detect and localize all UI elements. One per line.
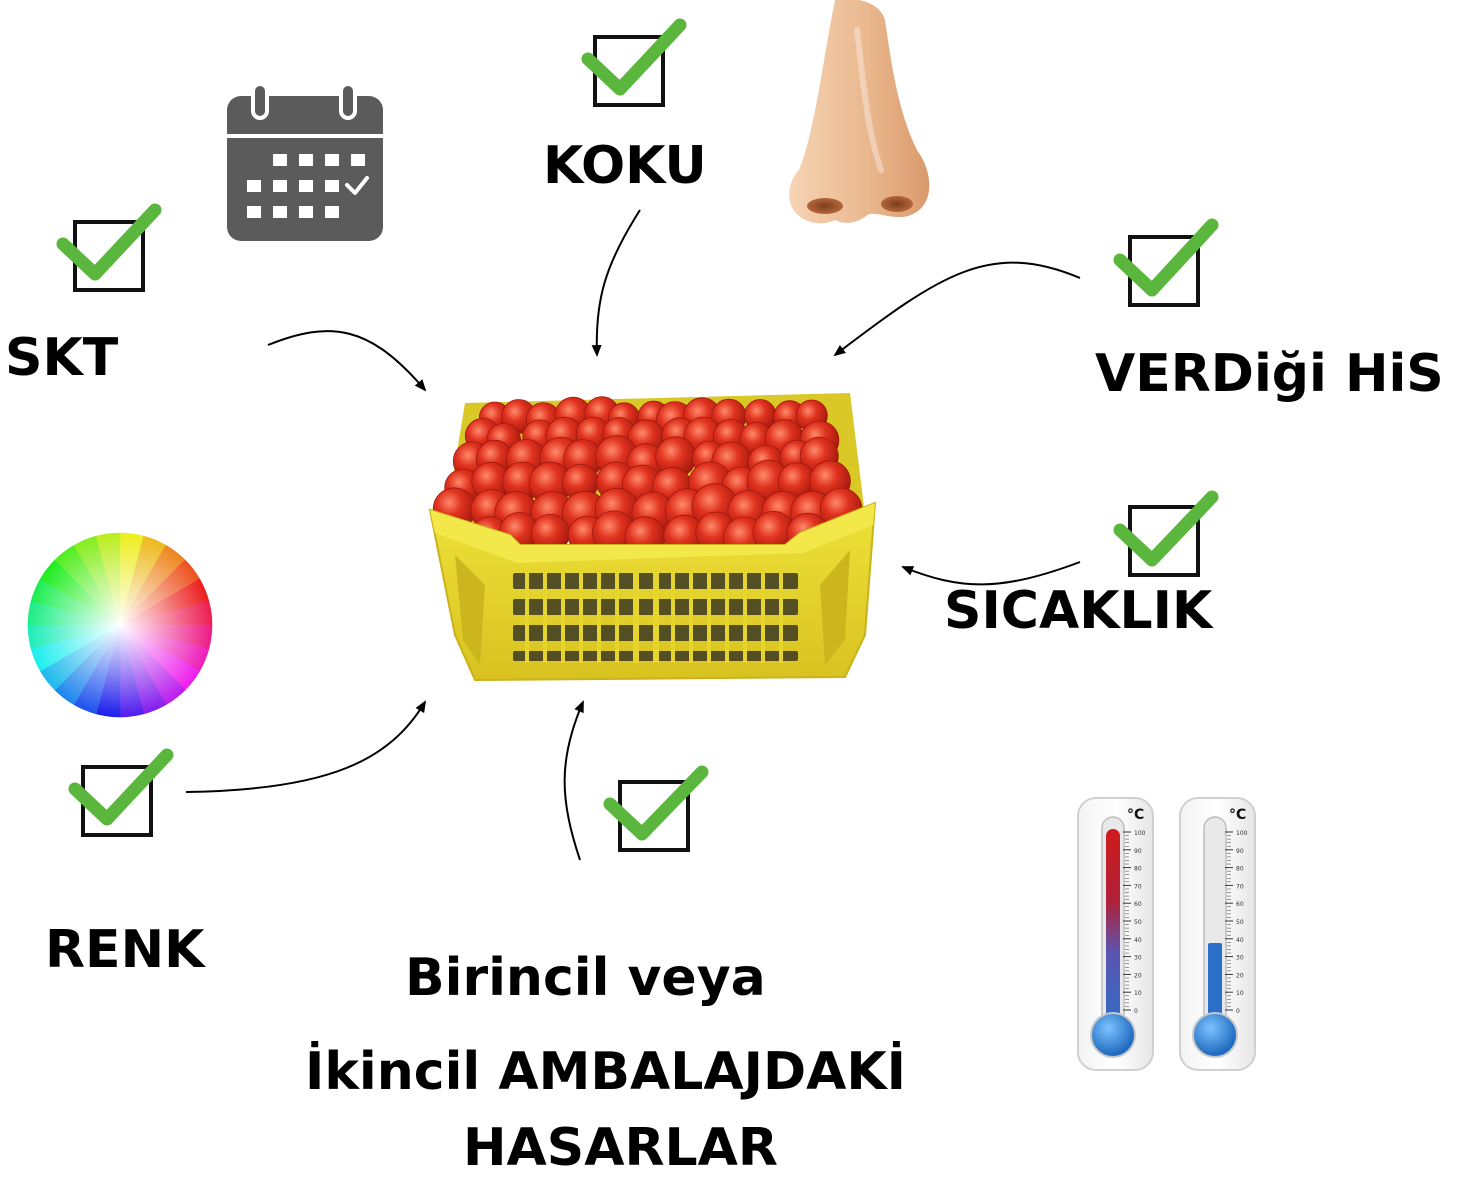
checkbox-verdigi-his (1113, 218, 1219, 307)
label-sicaklik: SICAKLIK (944, 581, 1213, 641)
label-packaging-line1: Birincil veya (405, 948, 766, 1008)
thermometer-tick-label: 50 (1134, 919, 1142, 926)
thermometer-tick-label: 100 (1134, 830, 1146, 837)
thermometer-tick-label: 100 (1236, 830, 1248, 837)
thermometer-tick-label: 90 (1134, 848, 1142, 855)
arrow-packaging (563, 700, 584, 861)
thermometer-tick-label: 0 (1236, 1008, 1240, 1015)
thermometer-tick-label: 70 (1134, 883, 1142, 890)
thermometer-tick-label: 70 (1236, 883, 1244, 890)
thermometer-tick-label: 30 (1236, 955, 1244, 962)
arrow-verdigi-his (833, 261, 1081, 357)
thermometer-tick-label: 40 (1134, 937, 1142, 944)
calendar-icon (227, 82, 383, 241)
label-skt: SKT (5, 328, 119, 388)
thermometer-tick-label: 90 (1236, 848, 1244, 855)
thermometer-tick-label: 40 (1236, 937, 1244, 944)
label-packaging-line2: İkincil AMBALAJDAKİ (305, 1042, 906, 1102)
thermometer-tick-label: 80 (1236, 866, 1244, 873)
checkbox-skt (56, 203, 162, 292)
thermometer-tick-label: 80 (1134, 866, 1142, 873)
thermometer-tick-label: 20 (1236, 972, 1244, 979)
thermometer-unit-right: °C (1229, 807, 1246, 823)
label-renk: RENK (45, 920, 205, 980)
thermometer-tick-label: 10 (1134, 990, 1142, 997)
thermometer-tick-label: 30 (1134, 955, 1142, 962)
nose-icon (789, 0, 930, 224)
thermometer-tick-label: 50 (1236, 919, 1244, 926)
thermometer-tick-label: 10 (1236, 990, 1244, 997)
arrow-koku (591, 209, 641, 357)
thermometer-tick-label: 60 (1236, 901, 1244, 908)
label-verdigi-his: VERDiği HiS (1095, 344, 1444, 404)
color-wheel-icon (27, 532, 213, 718)
arrow-sicaklik (901, 561, 1081, 586)
thermometer-tick-label: 0 (1134, 1008, 1138, 1015)
thermometer-unit-left: °C (1127, 807, 1144, 823)
label-packaging-line3: HASARLAR (463, 1118, 778, 1178)
checkbox-packaging (603, 765, 709, 852)
checkbox-koku (581, 18, 687, 107)
tomato-crate-image (428, 393, 877, 682)
label-koku: KOKU (543, 136, 707, 196)
thermometer-tick-label: 60 (1134, 901, 1142, 908)
arrow-renk (185, 700, 427, 793)
checkbox-renk (68, 748, 174, 837)
arrow-skt (267, 330, 427, 392)
checkbox-sicaklik (1113, 490, 1219, 577)
thermometer-tick-label: 20 (1134, 972, 1142, 979)
